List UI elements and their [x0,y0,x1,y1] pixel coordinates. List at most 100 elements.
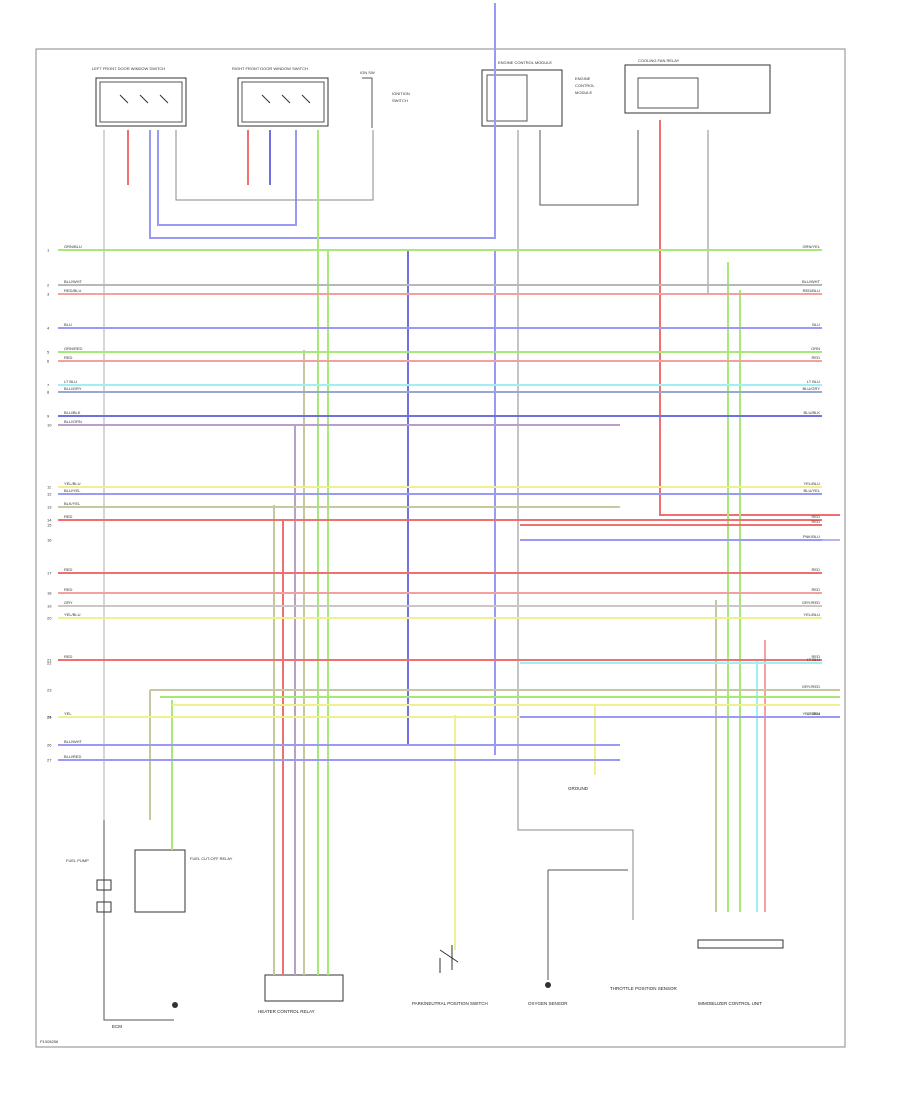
wire-label-right: BLU [812,322,820,327]
wire-label-right: BLU/BLK [804,410,821,415]
pnp-switch-label: PARK/NEUTRAL POSITION SWITCH [412,1001,488,1006]
wire-label-right: LT BLU [807,657,820,662]
svg-text:CONTROL: CONTROL [575,83,595,88]
wire-label-right: RED [812,514,821,519]
wire-label-right: RED [812,519,821,524]
wire-label-left: GRN/BLU [64,244,82,249]
wire-pin-left: 25 [47,715,52,720]
rf-door-switch: RIGHT FRONT DOOR WINDOW SWITCH [232,66,329,127]
wire-pin-left: 19 [47,604,52,609]
svg-text:SWITCH: SWITCH [392,98,408,103]
wire-label-right: BLU/WHT [802,279,821,284]
diagram-border [35,48,846,1048]
wire-pin-left: 10 [47,423,52,428]
throttle-label: THROTTLE POSITION SENSOR [610,986,678,991]
wire-label-left: RED [64,567,73,572]
wire-label-left: YEL/BLU [64,481,81,486]
wire-pin-left: 18 [47,591,52,596]
wire-pin-left: 22 [47,661,52,666]
heater-relay-label: HEATER CONTROL RELAY [258,1009,315,1014]
svg-text:MODULE: MODULE [575,90,592,95]
wire-label-left: GRN/RED [64,346,83,351]
wire-label-right: PNK/BLU [803,534,820,539]
wire-label-right: RED [812,567,821,572]
wire-label-right: RED/BLU [803,288,820,293]
heater-relay: HEATER CONTROL RELAY [258,974,344,1014]
fuel-cutoff-relay: FUEL CUT-OFF RELAY [134,849,233,913]
wire-label-left: BLU/RED [64,754,81,759]
rf-door-switch-label: RIGHT FRONT DOOR WINDOW SWITCH [232,66,308,71]
wire-label-left: BLU/ORN [64,419,82,424]
svg-text:IGNITION: IGNITION [392,91,410,96]
wire-label-left: RED [64,587,73,592]
wire-pin-left: 11 [47,485,52,490]
wire-label-left: RED [64,514,73,519]
fuel-cutoff-label: FUEL CUT-OFF RELAY [190,856,233,861]
wire-pin-left: 5 [47,350,50,355]
pnp-switch: PARK/NEUTRAL POSITION SWITCH [412,945,488,1006]
wire-label-right: RED [812,654,821,659]
wire-label-right: BLU/GRY [803,386,821,391]
wire-pin-left: 8 [47,390,50,395]
wire-label-left: RED [64,355,73,360]
wire-pin-left: 21 [47,658,52,663]
o2-sensor: OXYGEN SENSOR [528,869,628,1006]
wire-pin-left: 27 [47,758,52,763]
wire-pin-left: 23 [47,688,52,693]
ign-switch-label: IGN SW [360,70,375,75]
wire-pin-left: 9 [47,414,50,419]
wire-label-left: YEL [64,711,72,716]
wire-label-right: GRN [811,346,820,351]
wire-label-right: GRY/RED [802,684,820,689]
wire-label-right: YEL/BLU [804,481,821,486]
svg-text:ECM: ECM [112,1024,122,1029]
fuel-pump: FUEL PUMP ECM [66,820,178,1029]
ign-switch: IGN SW IGNITION SWITCH [360,70,410,128]
o2-sensor-label: OXYGEN SENSOR [528,1001,568,1006]
wire-pin-left: 12 [47,492,52,497]
wire-pin-left: 2 [47,283,50,288]
wire-label-right: LT BLU [807,711,820,716]
wire-pin-left: 1 [47,248,50,253]
immobilizer-label: IMMOBILIZER CONTROL UNIT [698,1001,762,1006]
wire-label-left: YEL/BLU [64,612,81,617]
ecm-block-1: ENGINE CONTROL MODULE ENGINE CONTROL MOD… [481,60,595,127]
wire-label-left: BLU/WHT [64,279,83,284]
wire-label-right: RED [812,587,821,592]
horizontal-wires [58,249,822,761]
wire-pin-left: 14 [47,518,52,523]
wire-label-right: LT BLU [807,379,820,384]
svg-text:ENGINE: ENGINE [575,76,591,81]
wire-label-left: BLU/WHT [64,739,83,744]
immobilizer: IMMOBILIZER CONTROL UNIT [697,939,784,1006]
wire-pin-left: 3 [47,292,50,297]
wire-label-left: BLK/YEL [64,501,81,506]
svg-text:GROUND: GROUND [568,786,589,791]
lf-door-switch: LEFT FRONT DOOR WINDOW SWITCH [92,66,187,127]
wire-label-left: BLU/BLK [64,410,81,415]
wire-label-left: BLU/YEL [64,488,81,493]
wire-pin-left: 17 [47,571,52,576]
page-id: P1008256 [40,1039,59,1044]
wire-label-right: GRN/YEL [802,244,820,249]
wire-pin-left: 26 [47,743,52,748]
wire-label-left: RED/BLU [64,288,81,293]
wire-label-left: GRY [64,600,73,605]
wire-label-left: LT BLU [64,379,77,384]
wire-label-right: GRY/RED [802,600,820,605]
wire-pin-left: 16 [47,538,52,543]
vertical-wires [103,3,840,975]
cooling-fan-label: COOLING FAN RELAY [638,58,680,63]
wire-pin-left: 4 [47,326,50,331]
wire-label-left: BLU/GRY [64,386,82,391]
wire-label-left: BLU [64,322,72,327]
wire-label-right: BLU/YEL [804,488,821,493]
wire-pin-left: 7 [47,383,50,388]
cooling-fan-block: COOLING FAN RELAY [624,58,771,114]
wire-pin-left: 15 [47,523,52,528]
wire-label-right: RED [812,355,821,360]
wire-label-right: YEL/BLU [804,612,821,617]
throttle-sensor: THROTTLE POSITION SENSOR [610,986,678,991]
